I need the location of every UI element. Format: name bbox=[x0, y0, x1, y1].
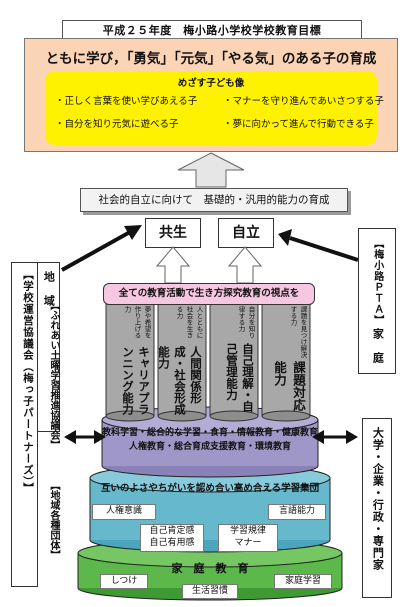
tier2-label-jiko-1: 自己肯定感 bbox=[149, 526, 195, 536]
region-line-2: 【ふれあい土曜学習推進協議会】 bbox=[48, 300, 59, 450]
pillar-2-sub: 人とともに社会を生きる力 bbox=[175, 306, 203, 339]
pillar-2-text: 人間関係形成・社会形成能力 人とともに社会を生きる力 bbox=[157, 306, 204, 416]
region-lines-extra-2: 【地域各種団体】 bbox=[36, 480, 60, 584]
home-box: 家 庭 【梅小路ＰＴＡ】 bbox=[358, 228, 396, 374]
home-title: 家 庭 bbox=[371, 328, 385, 364]
arrow-region-to-kyousei bbox=[61, 225, 142, 272]
tier2-label-jiko: 自己肯定感 自己有用感 bbox=[140, 524, 204, 552]
pillar-1-title: キャリアプランニング能力 bbox=[121, 345, 151, 415]
tier1-line-2: 人権教育・総合育成支援教育・環境教育 bbox=[128, 442, 291, 452]
pillar-2-title: 人間関係形成・社会形成能力 bbox=[157, 345, 203, 415]
arrow-home-to-jiritsu bbox=[278, 229, 359, 262]
arrow-region-tier1 bbox=[64, 430, 106, 444]
pillar-1-text: キャリアプランニング能力 夢や希望を作り上げる力 bbox=[108, 306, 152, 416]
target-child-item-3: ・自分を知り元気に遊べる子 bbox=[55, 119, 179, 130]
pillar-3-title: 自己理解・自己管理能力 bbox=[225, 342, 255, 412]
up-arrow-icon bbox=[177, 152, 245, 188]
arrow-univ-tier1 bbox=[312, 430, 358, 444]
pillar-4-text: 課題対応能力 課題を見つけ解決する力 bbox=[264, 306, 308, 416]
university-box: 大学・企業・行政・専門家 bbox=[362, 418, 392, 598]
tier2-label-kiritsu-1: 学習規律 bbox=[229, 526, 266, 536]
tier3-label-katei: 家庭学習 bbox=[274, 574, 332, 589]
tier2-label-kiritsu-2: マナー bbox=[234, 538, 262, 548]
school-goal-text: ともに学び，「勇気」「元気」「やる気」のある子の育成 bbox=[45, 51, 377, 67]
society-goal-box: 社会的自立に向けて 基礎的・汎用的能力の育成 bbox=[80, 188, 348, 212]
pillar-4-title: 課題対応能力 bbox=[272, 361, 306, 412]
pillar-3-text: 自己理解・自己管理能力 自分を知り律する力 bbox=[212, 306, 256, 416]
target-children-heading: めざす子ども像 bbox=[177, 78, 245, 89]
pillar-1-sub: 夢や希望を作り上げる力 bbox=[123, 306, 151, 339]
region-title: 地 域 bbox=[42, 271, 56, 307]
tier1-line-1: 教科学習・総合的な学習・食育・情報教育・健康教育 bbox=[101, 428, 318, 438]
target-child-item-2: ・マナーを守り進んであいさつする子 bbox=[223, 96, 384, 107]
tier1-text: 教科学習・総合的な学習・食育・情報教育・健康教育 人権教育・総合育成支援教育・環… bbox=[100, 426, 320, 454]
tier3-label-shitsuke: しつけ bbox=[100, 574, 148, 589]
pillar-3 bbox=[209, 297, 259, 422]
region-box: 地 域 bbox=[36, 262, 60, 432]
cylinder-banner: 全ての教育活動で生き方探究教育の視点を bbox=[103, 283, 315, 305]
tier2-label-kiritsu: 学習規律 マナー bbox=[218, 524, 278, 552]
pillar-4-sub: 課題を見つけ解決する力 bbox=[289, 306, 307, 358]
pillar-1 bbox=[105, 297, 155, 422]
target-child-item-4: ・夢に向かって進んで行動できる子 bbox=[223, 119, 374, 130]
pillar-3-sub: 自分を知り律する力 bbox=[237, 306, 255, 339]
kyousei-box: 共生 bbox=[145, 218, 201, 248]
target-children-box: めざす子ども像 ・正しく言葉を使い学びあえる子 ・マナーを守り進んであいさつする… bbox=[45, 71, 384, 145]
tier3-text: 家 庭 教 育 bbox=[171, 562, 249, 575]
target-child-item-1: ・正しく言葉を使い学びあえる子 bbox=[55, 96, 198, 107]
region-line-1: 【学校運営協議会（梅っ子パートナーズ）】 bbox=[22, 269, 34, 494]
tier2-text: 互いのよさやちがいを認め合い高め合える学習集団 bbox=[100, 483, 320, 494]
tier2-label-jinken: 人権意識 bbox=[92, 504, 156, 520]
region-org-box: 【学校運営協議会（梅っ子パートナーズ）】 bbox=[11, 262, 38, 587]
university-text: 大学・企業・行政・専門家 bbox=[371, 427, 385, 571]
home-sub: 【梅小路ＰＴＡ】 bbox=[371, 238, 383, 326]
jiritsu-box: 自立 bbox=[218, 218, 274, 248]
school-goal-box: ともに学び，「勇気」「元気」「やる気」のある子の育成 めざす子ども像 ・正しく言… bbox=[24, 38, 398, 152]
tier2-label-gengo: 言語能力 bbox=[268, 504, 326, 520]
tier3-label-seikatsu: 生活習慣 bbox=[182, 584, 238, 599]
pillar-4 bbox=[261, 297, 311, 422]
region-lines-extra: 【ふれあい土曜学習推進協議会】 bbox=[36, 300, 60, 584]
region-line-3: 【地域各種団体】 bbox=[48, 480, 59, 560]
tier2-label-jiko-2: 自己有用感 bbox=[149, 538, 195, 548]
